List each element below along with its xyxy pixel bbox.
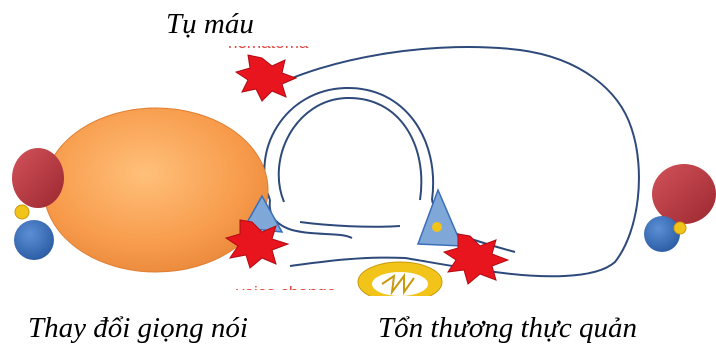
right-nerve xyxy=(674,222,686,234)
trachea-inner-outline xyxy=(279,98,422,202)
left-muscle xyxy=(12,148,64,208)
left-nerve xyxy=(15,205,29,219)
right-muscle xyxy=(652,164,716,224)
trachea-outer-outline xyxy=(264,88,433,200)
hematoma-injury-star xyxy=(236,55,296,101)
hematoma-label: Tụ máu xyxy=(166,10,254,39)
esophageal-injury-label: Tổn thương thực quản xyxy=(378,314,637,343)
right-nerve-dot xyxy=(432,222,442,232)
thyroid-lobe xyxy=(44,108,268,272)
esophagus-crop-mask xyxy=(330,296,470,308)
underlay-mask-bottom xyxy=(225,290,345,310)
left-vessel xyxy=(14,220,54,260)
lower-contour-mid xyxy=(300,222,400,227)
right-nerve-triangle xyxy=(418,190,462,246)
voice-change-label: Thay đổi giọng nói xyxy=(28,314,248,343)
right-vessel xyxy=(644,216,680,252)
